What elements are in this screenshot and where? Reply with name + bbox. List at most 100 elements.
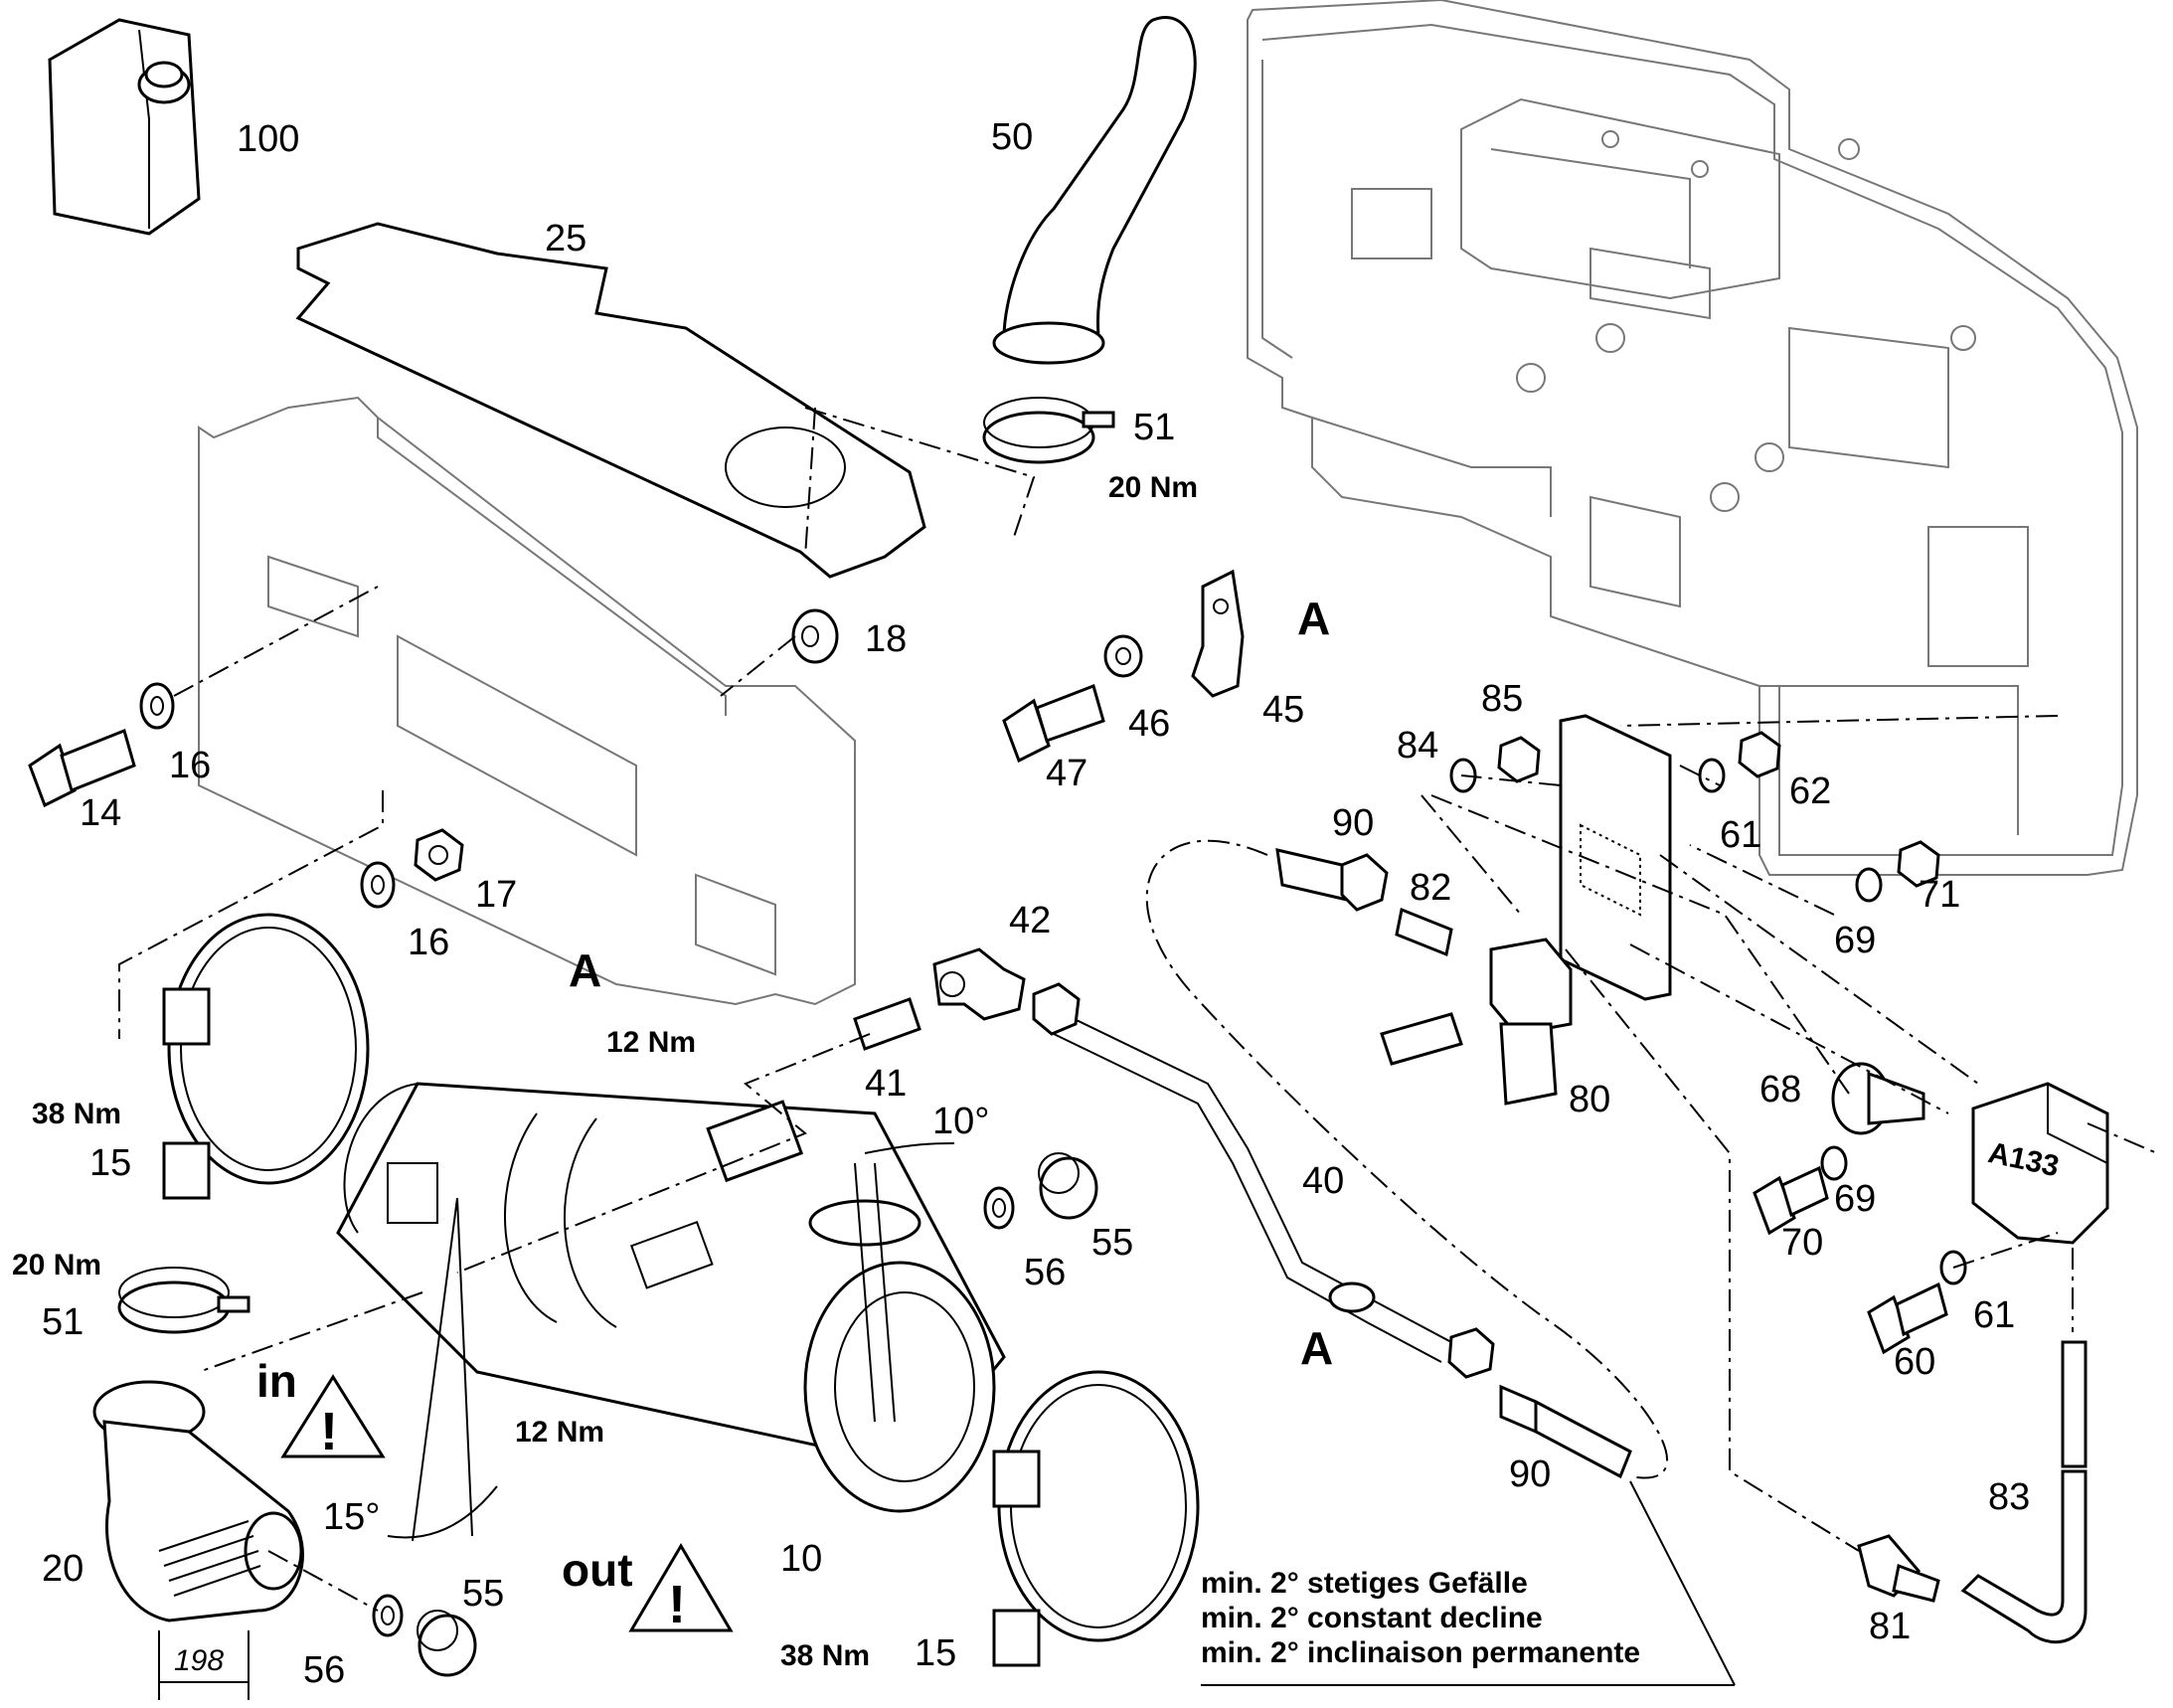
hose-clamp-51-left — [117, 1267, 251, 1334]
label-61-a: 61 — [1720, 814, 1761, 856]
label-20: 20 — [42, 1548, 84, 1590]
label-69-a: 69 — [1834, 920, 1876, 961]
label-68: 68 — [1759, 1069, 1801, 1110]
torque-20nm-left: 20 Nm — [12, 1249, 101, 1281]
union-41 — [853, 997, 921, 1051]
label-51-left: 51 — [42, 1301, 84, 1343]
clamp-15-left — [162, 913, 370, 1200]
label-81: 81 — [1869, 1606, 1911, 1647]
muffler-10 — [336, 1082, 1006, 1513]
hose-90-b — [1499, 1384, 1632, 1479]
washer-69-b — [1820, 1145, 1848, 1181]
fitting-90-a — [1275, 848, 1389, 912]
label-55-a: 55 — [1091, 1222, 1133, 1264]
washer-16-b — [360, 861, 396, 909]
nut-17 — [414, 828, 464, 882]
torque-20nm-top: 20 Nm — [1108, 471, 1198, 504]
nut-85 — [1497, 736, 1541, 783]
pipe-40 — [1032, 982, 1495, 1379]
mounting-bracket — [198, 396, 856, 1006]
assembly-lines — [118, 407, 2158, 1612]
warning-icon-in: ! — [280, 1374, 386, 1461]
torque-labels: 20 Nm 12 Nm 12 Nm 38 Nm 38 Nm 20 Nm — [12, 471, 1198, 1672]
label-71: 71 — [1919, 874, 1960, 916]
washer-69-a — [1855, 867, 1883, 903]
label-80: 80 — [1569, 1079, 1610, 1120]
label-14: 14 — [80, 792, 121, 834]
coolant-canister — [48, 18, 201, 236]
detail-a-top: A — [1297, 593, 1330, 644]
hose-loop — [1145, 839, 1669, 1479]
washer-56-b — [372, 1594, 404, 1637]
label-50: 50 — [991, 116, 1033, 158]
label-90-b: 90 — [1509, 1453, 1551, 1495]
dimension-198: 198 — [174, 1644, 224, 1677]
detail-a-left: A — [569, 944, 601, 996]
part-labels: 100 50 25 51 18 14 16 17 16 47 46 45 84 … — [42, 116, 2030, 1691]
label-56-a: 56 — [1024, 1252, 1066, 1293]
label-56-b: 56 — [303, 1649, 345, 1691]
label-45: 45 — [1262, 689, 1304, 731]
label-46: 46 — [1128, 703, 1170, 745]
hose-83 — [1960, 1340, 2088, 1644]
label-82: 82 — [1410, 867, 1451, 909]
clip-68 — [1831, 1062, 1925, 1135]
bracket-45 — [1191, 569, 1245, 698]
clamp-15-right — [992, 1370, 1200, 1667]
engine-frame — [1247, 0, 2138, 876]
note-fr: min. 2° inclinaison permanente — [1201, 1636, 1640, 1669]
label-25: 25 — [545, 218, 586, 259]
label-18: 18 — [865, 618, 907, 660]
angle-10: 10° — [932, 1101, 989, 1142]
label-17: 17 — [475, 874, 517, 916]
washer-61-a — [1698, 758, 1726, 793]
torque-38nm-left: 38 Nm — [32, 1098, 121, 1130]
hose-clamp-51-top — [982, 397, 1115, 464]
label-42: 42 — [1009, 900, 1051, 941]
angle-15: 15° — [323, 1496, 380, 1538]
fitting-81 — [1857, 1534, 1940, 1603]
bolt-47 — [1002, 684, 1105, 764]
label-55-b: 55 — [462, 1573, 504, 1615]
sensor-80 — [1380, 938, 1573, 1106]
grommet-18 — [791, 608, 839, 664]
label-40: 40 — [1302, 1160, 1344, 1202]
label-83: 83 — [1988, 1476, 2030, 1518]
bolt-70 — [1753, 1165, 1829, 1236]
exhaust-pipe-20 — [92, 1380, 304, 1623]
label-41: 41 — [865, 1063, 907, 1105]
flow-in-label: in — [256, 1355, 297, 1407]
adapter-82 — [1395, 907, 1453, 957]
air-hose-50 — [992, 16, 1197, 365]
nut-62 — [1738, 731, 1781, 778]
slope-notes: min. 2° stetiges Gefälle min. 2° constan… — [1201, 1567, 1640, 1669]
label-84: 84 — [1397, 725, 1438, 767]
label-10: 10 — [780, 1538, 822, 1580]
warning-icon-out: ! — [628, 1543, 734, 1634]
label-60: 60 — [1894, 1341, 1935, 1383]
bolt-14 — [28, 728, 136, 808]
label-51-top: 51 — [1133, 407, 1175, 448]
label-47: 47 — [1046, 753, 1087, 794]
plug-55-a — [1038, 1152, 1098, 1220]
angle-marks — [158, 1142, 955, 1700]
label-15-a: 15 — [89, 1142, 131, 1184]
label-16-a: 16 — [169, 745, 211, 786]
washer-56-a — [983, 1186, 1015, 1230]
plug-55-b — [417, 1610, 477, 1677]
torque-12nm-bottom: 12 Nm — [515, 1416, 604, 1449]
label-100: 100 — [237, 118, 299, 160]
torque-38nm-bottom: 38 Nm — [780, 1639, 870, 1672]
cover-plate — [295, 222, 926, 579]
label-69-b: 69 — [1834, 1178, 1876, 1220]
label-90-a: 90 — [1332, 802, 1374, 844]
label-61-b: 61 — [1973, 1294, 2015, 1336]
nut-71 — [1897, 840, 1940, 888]
label-70: 70 — [1781, 1222, 1823, 1264]
detail-markers: A A A — [569, 593, 1333, 1374]
label-16-b: 16 — [408, 922, 449, 963]
label-15-b: 15 — [915, 1632, 956, 1674]
label-85: 85 — [1481, 678, 1523, 720]
label-62: 62 — [1789, 770, 1831, 812]
